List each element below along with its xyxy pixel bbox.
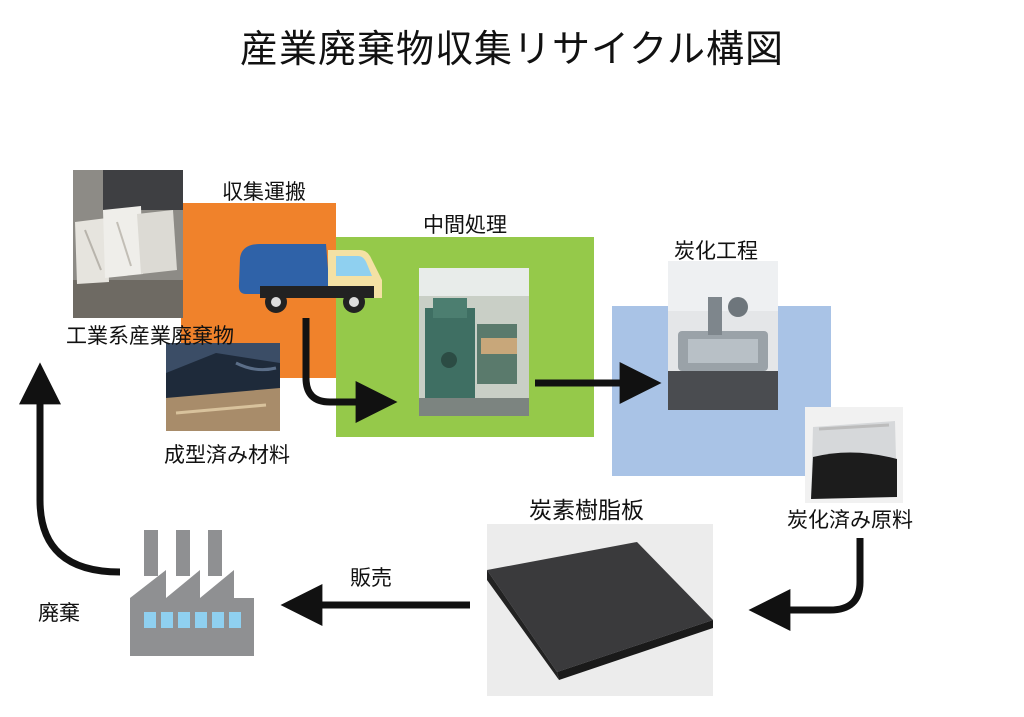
- carbon-resin-board-photo: [487, 524, 713, 696]
- molded-material-photo: [166, 343, 280, 431]
- label-disposal: 廃棄: [38, 601, 80, 625]
- diagram-title: 産業廃棄物収集リサイクル構図: [239, 27, 785, 71]
- carbonization-furnace-photo: [668, 261, 778, 410]
- label-collection-transport: 収集運搬: [222, 180, 306, 204]
- garbage-truck-icon: [236, 236, 384, 316]
- carbonized-raw-material-photo: [805, 407, 903, 503]
- arrow-collection-to-processing: [302, 318, 398, 423]
- arrow-raw-material-to-board: [748, 538, 864, 631]
- label-carbon-resin-board: 炭素樹脂板: [529, 498, 644, 524]
- label-sales: 販売: [350, 566, 392, 590]
- crusher-machine-photo: [419, 268, 529, 416]
- label-molded-material: 成型済み材料: [164, 443, 290, 467]
- factory-icon: [130, 530, 254, 656]
- label-industrial-waste: 工業系産業廃棄物: [66, 324, 234, 348]
- industrial-waste-photo: [73, 170, 183, 318]
- arrow-disposal-to-waste: [19, 362, 121, 576]
- label-carbonized-raw-material: 炭化済み原料: [787, 508, 913, 532]
- label-intermediate-processing: 中間処理: [423, 213, 507, 237]
- label-carbonization-process: 炭化工程: [674, 239, 758, 263]
